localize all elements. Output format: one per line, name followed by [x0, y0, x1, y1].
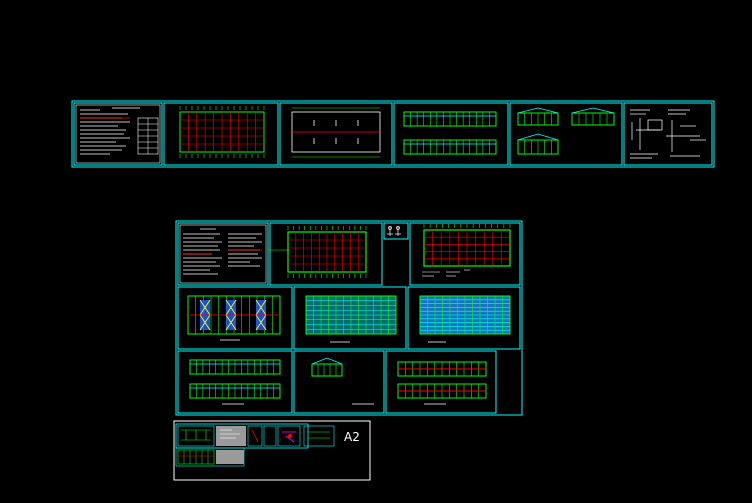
thumb-row	[177, 425, 335, 447]
sheet-roof-panel-plan[interactable]	[407, 286, 521, 350]
sheet-design-notes[interactable]	[73, 102, 163, 166]
main-sheet-set	[175, 220, 523, 416]
sheet-roof-plan[interactable]	[279, 102, 393, 166]
elevation-lower	[403, 139, 497, 155]
sheet-purlin-plan[interactable]	[293, 286, 407, 350]
sheet-details[interactable]	[623, 102, 713, 166]
sheet-column-plan[interactable]	[163, 102, 279, 166]
sheet-sections[interactable]	[509, 102, 623, 166]
sheet-foundation-beam-plan[interactable]	[409, 222, 521, 286]
brace-bays	[188, 299, 280, 331]
sheet-elevations[interactable]	[393, 102, 509, 166]
sheet-gable-frame[interactable]	[293, 350, 385, 414]
sheet-general-notes[interactable]	[177, 222, 269, 286]
sheet-foundation-detail-small[interactable]	[383, 222, 409, 240]
a2-index-sheet[interactable]: A2	[173, 420, 371, 481]
sheet-wall-purlin-elevation[interactable]	[385, 350, 497, 414]
sheet-frame-elevations[interactable]	[177, 350, 293, 414]
sheet-size-label: A2	[344, 430, 360, 444]
elevation-upper	[403, 111, 497, 127]
sheet-foundation-plan[interactable]	[268, 222, 383, 286]
top-sheet-row	[71, 100, 715, 168]
sheet-bracing-plan[interactable]	[177, 286, 293, 350]
